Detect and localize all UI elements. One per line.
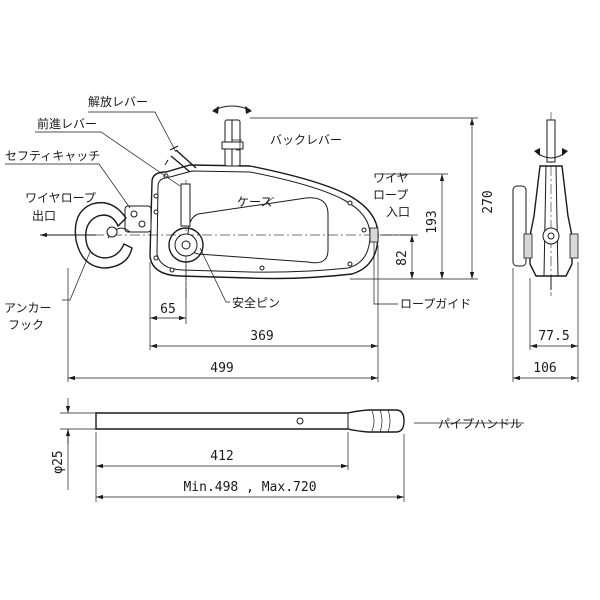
side-view <box>512 112 579 382</box>
bolt-3 <box>153 255 159 261</box>
dim-handle-extended: Min.498 , Max.720 <box>183 480 316 495</box>
label-wire-rope-inlet-3: 入口 <box>386 205 410 219</box>
bolt-7 <box>361 227 367 233</box>
safety-pin-head <box>181 240 191 250</box>
forward-lever-bar <box>180 183 191 227</box>
dim-height-total: 270 <box>481 190 496 213</box>
label-safety-pin: 安全ピン <box>232 295 280 310</box>
bolt-8 <box>347 261 353 267</box>
dim-overall-length: 499 <box>210 361 233 376</box>
pipe-hole <box>296 417 304 425</box>
pipe-handle <box>95 409 405 433</box>
label-wire-rope-outlet-1: ワイヤロープ <box>25 191 96 205</box>
dim-handle-length: 412 <box>210 449 233 464</box>
label-wire-rope-inlet-2: ロープ <box>373 188 408 202</box>
bolt-9 <box>259 265 265 271</box>
side-lever <box>546 119 556 163</box>
pipe-grip <box>371 409 391 433</box>
label-anchor-hook-1: アンカー <box>4 301 52 315</box>
label-case: ケース <box>237 195 272 209</box>
dim-height-axis: 82 <box>395 250 410 266</box>
dim-case-length: 369 <box>250 329 273 344</box>
label-forward-lever: 前進レバー <box>37 116 97 131</box>
label-pipe-handle: パイプハンドル <box>438 417 522 431</box>
leader-lines <box>5 111 398 305</box>
back-lever <box>212 105 252 167</box>
label-release-lever: 解放レバー <box>88 94 148 109</box>
bolt-5 <box>169 267 175 273</box>
dim-side-width: 106 <box>533 361 556 376</box>
side-handle-stub <box>512 185 527 267</box>
dim-handle-diameter: φ25 <box>51 450 66 473</box>
side-body <box>529 165 573 277</box>
front-dimensions <box>67 117 478 382</box>
pipe-handle-view <box>60 398 524 502</box>
dim-pin-offset: 65 <box>160 302 176 317</box>
bolt-2 <box>153 209 159 215</box>
rope-guide <box>369 227 379 243</box>
label-wire-rope-outlet-2: 出口 <box>32 209 56 223</box>
dim-side-inner-width: 77.5 <box>538 329 569 344</box>
dimension-text-group: 270 193 82 65 369 499 77.5 106 φ25 412 M… <box>51 190 570 495</box>
label-anchor-hook-2: フック <box>8 318 44 332</box>
label-wire-rope-inlet-1: ワイヤ <box>373 171 409 185</box>
dim-height-inlet: 193 <box>425 210 440 233</box>
label-rope-guide: ロープガイド <box>400 297 471 311</box>
label-safety-catch: セフティキャッチ <box>5 149 100 163</box>
bolt-1 <box>153 193 159 199</box>
bolt-6 <box>347 200 353 206</box>
hook-assembly <box>74 201 152 269</box>
label-back-lever: バックレバー <box>270 133 342 147</box>
release-lever <box>164 145 197 173</box>
front-view <box>40 105 410 300</box>
label-group: 解放レバー 前進レバー セフティキャッチ ワイヤロープ 出口 アンカー フック … <box>4 94 522 431</box>
